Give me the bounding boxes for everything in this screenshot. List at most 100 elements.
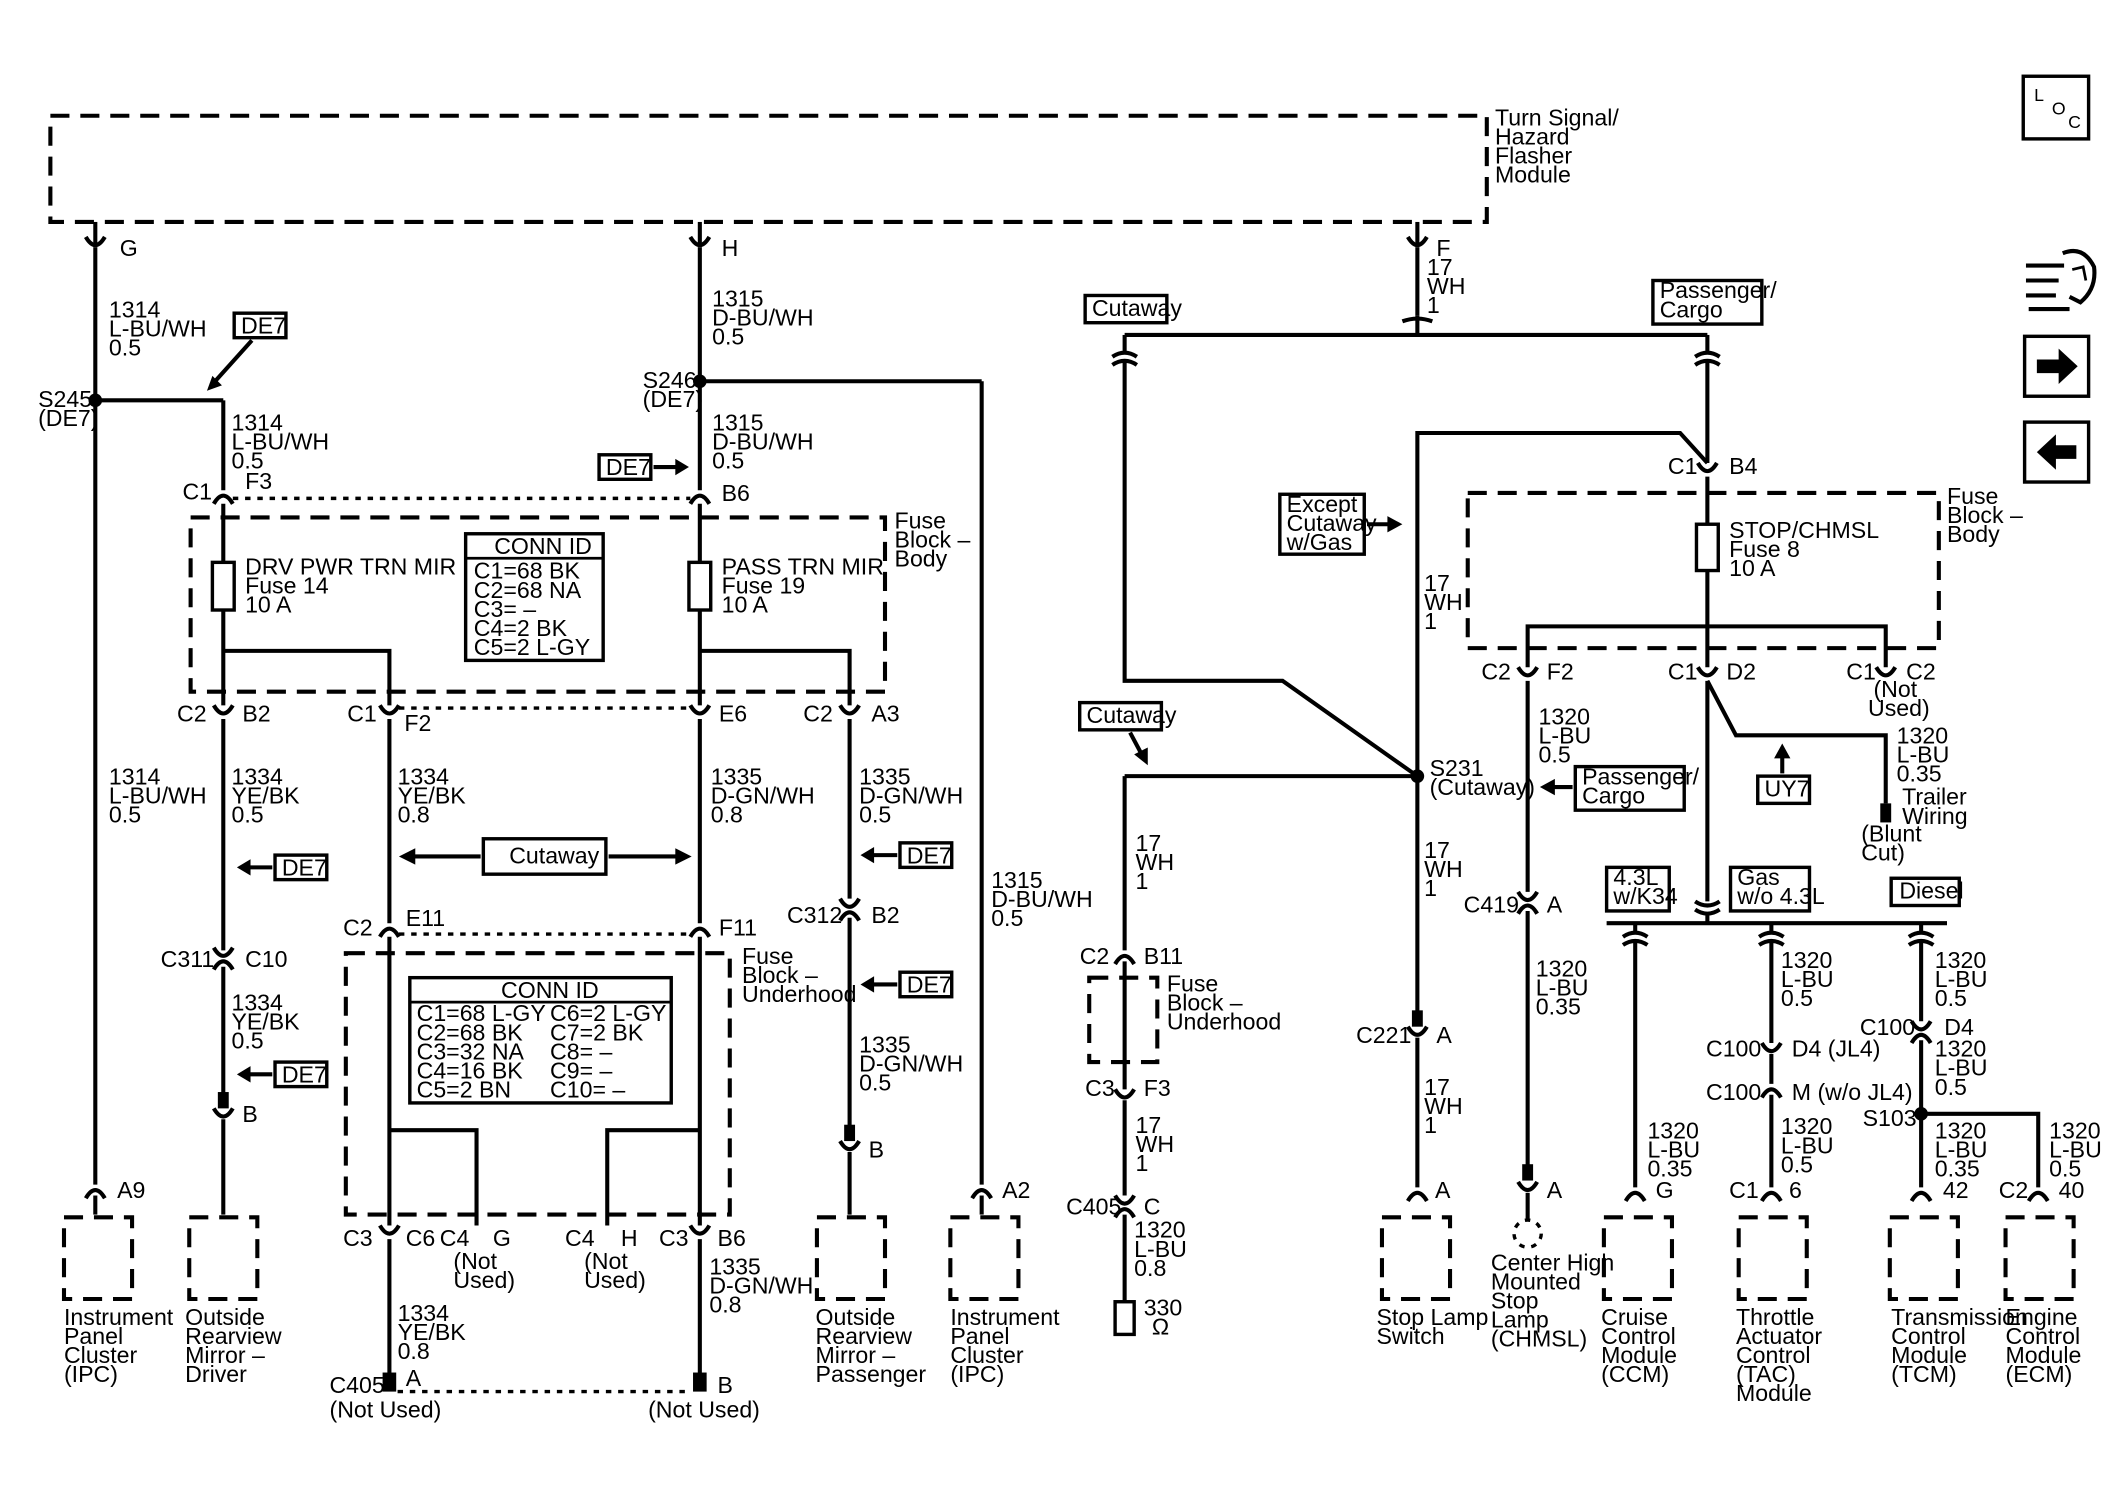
svg-text:0.5: 0.5 [712,323,744,349]
svg-text:Cluster: Cluster [950,1342,1024,1368]
de7-badge-4[interactable]: DE7 [860,841,954,870]
badge-diesel[interactable]: Diesel [1889,876,1964,908]
de7-badge-2[interactable]: DE7 [597,453,689,482]
connector-g: G [84,221,138,261]
component-tac[interactable]: Throttle Actuator Control (TAC) Module [1736,1215,1822,1406]
loc-icon[interactable]: L O C [2021,74,2091,141]
component-ccm[interactable]: Cruise Control Module (CCM) [1601,1215,1677,1387]
tools-icon[interactable] [2025,249,2097,312]
svg-text:DE7: DE7 [282,1062,327,1088]
component-ipc-1[interactable]: Instrument Panel Cluster (IPC) [61,1215,174,1387]
svg-text:(Not Used): (Not Used) [648,1396,760,1422]
svg-text:0.8: 0.8 [398,801,430,827]
svg-text:0.5: 0.5 [1539,742,1571,768]
svg-text:1314: 1314 [231,409,283,435]
badge-43l-k34[interactable]: 4.3L w/K34 [1604,864,1678,913]
passenger-cargo-badge-2[interactable]: Passenger/ Cargo [1539,763,1700,812]
svg-text:O: O [2052,98,2066,118]
svg-text:Fuse: Fuse [742,943,793,969]
wire-17-mid-label: 17 WH 1 [1424,570,1463,634]
svg-text:S245: S245 [38,386,92,412]
svg-text:(Blunt: (Blunt [1861,820,1922,846]
cutaway-badge[interactable]: Cutaway [398,837,692,876]
svg-text:1320: 1320 [1935,1036,1986,1062]
flasher-module-label: Turn Signal/ Hazard Flasher Module [1495,104,1619,187]
svg-text:A3: A3 [871,701,899,727]
svg-text:(TCM): (TCM) [1891,1361,1956,1387]
component-tcm[interactable]: Transmission Control Module (TCM) [1887,1215,2028,1387]
wire-17-cut-label: 17 WH 1 [1136,830,1175,894]
svg-text:C2: C2 [1481,658,1511,684]
fuse-block-body-right-label: Fuse Block – Body [1947,483,2023,547]
svg-text:Cutaway: Cutaway [1087,702,1177,728]
svg-text:C100: C100 [1706,1036,1761,1062]
svg-text:17: 17 [1427,254,1453,280]
svg-text:DE7: DE7 [241,313,286,339]
cutaway-badge-top[interactable]: Cutaway [1083,293,1182,325]
svg-text:F3: F3 [245,468,272,494]
svg-text:w/o 4.3L: w/o 4.3L [1736,883,1825,909]
svg-text:C221: C221 [1356,1022,1411,1048]
badge-gas[interactable]: Gas w/o 4.3L [1728,864,1825,913]
svg-text:S231: S231 [1430,755,1484,781]
svg-text:B11: B11 [1144,943,1183,969]
de7-badge-5[interactable]: DE7 [236,1060,329,1089]
svg-text:0.5: 0.5 [109,801,141,827]
svg-text:1334: 1334 [398,1300,450,1326]
svg-text:Block –: Block – [1167,989,1243,1015]
de7-badge-3[interactable]: DE7 [236,853,329,882]
svg-text:B2: B2 [242,701,270,727]
component-mirror-driver[interactable]: Outside Rearview Mirror – Driver [185,1215,282,1387]
svg-text:Fuse 14: Fuse 14 [245,573,329,599]
svg-text:C3: C3 [343,1225,373,1251]
component-chmsl[interactable]: Center High Mounted Stop Lamp (CHMSL) [1491,1218,1614,1352]
except-cutaway-badge[interactable]: Except Cutaway w/Gas [1278,491,1403,556]
svg-text:0.8: 0.8 [1134,1255,1166,1281]
de7-badge-1[interactable]: DE7 [206,311,288,391]
component-mirror-passenger[interactable]: Outside Rearview Mirror – Passenger [814,1215,927,1387]
svg-text:1320: 1320 [1536,955,1587,981]
tcm-1320c-label: 1320 L-BU 0.35 [1935,1117,1988,1181]
svg-text:C4=2 BK: C4=2 BK [474,615,568,641]
svg-text:C419: C419 [1464,891,1519,917]
wire-1315-right-label: 1315 D-BU/WH 0.5 [991,867,1092,931]
arrow-right-icon[interactable] [2022,334,2091,398]
arrow-left-icon[interactable] [2022,420,2091,484]
svg-text:(CCM): (CCM) [1601,1361,1669,1387]
svg-text:Mounted: Mounted [1491,1268,1581,1294]
svg-text:0.35: 0.35 [1935,1155,1980,1181]
svg-text:C1: C1 [1846,658,1876,684]
svg-text:1: 1 [1424,875,1437,901]
component-ecm[interactable]: Engine Control Module (ECM) [2003,1215,2082,1387]
splice-s231-label: S231 (Cutaway) [1430,755,1535,800]
connector-f11-label: F11 [719,914,757,940]
svg-text:B6: B6 [718,1225,746,1251]
de7-badge-6[interactable]: DE7 [860,970,954,999]
svg-text:(Not: (Not [1873,676,1917,702]
passenger-cargo-badge-top[interactable]: Passenger/ Cargo [1651,277,1777,326]
svg-text:1334: 1334 [398,763,450,789]
svg-text:Body: Body [1947,521,2000,547]
cutaway-badge-2[interactable]: Cutaway [1077,700,1177,766]
svg-text:C6=2 L-GY: C6=2 L-GY [550,1000,666,1026]
svg-text:L-BU: L-BU [1539,722,1592,748]
component-stop-lamp-switch[interactable]: Stop Lamp Switch [1377,1215,1489,1349]
svg-text:C: C [1144,1194,1161,1220]
svg-text:C2=68 BK: C2=68 BK [417,1019,524,1045]
wire-1314-mid-label: 1314 L-BU/WH 0.5 [231,409,329,473]
svg-text:D-BU/WH: D-BU/WH [712,428,813,454]
svg-text:C1: C1 [1668,453,1698,479]
uy7-badge[interactable]: UY7 [1756,743,1812,806]
svg-text:L-BU: L-BU [1935,966,1988,992]
component-ipc-2[interactable]: Instrument Panel Cluster (IPC) [948,1215,1060,1387]
svg-text:C4=16 BK: C4=16 BK [417,1057,524,1083]
connector-c405-left: C405 A B (Not Used) (Not Used) [329,1365,759,1422]
